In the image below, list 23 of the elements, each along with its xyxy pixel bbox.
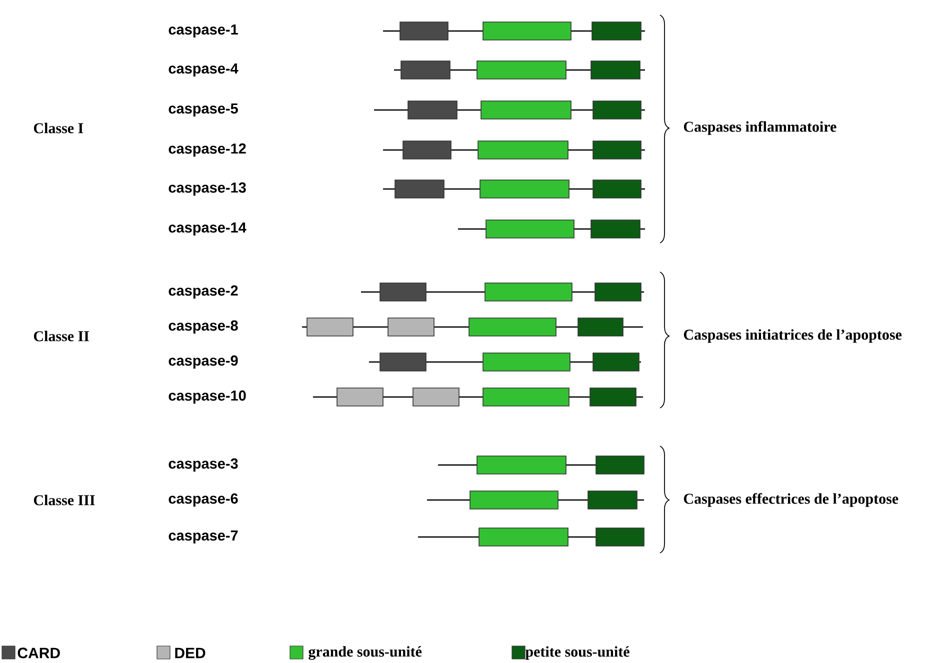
protein-name: caspase-13 [168, 182, 246, 196]
protein-name: caspase-3 [168, 458, 238, 472]
protein-name: caspase-12 [168, 143, 246, 157]
legend-label: DED [175, 648, 206, 658]
protein-name: caspase-14 [168, 222, 246, 236]
protein-name: caspase-4 [168, 64, 238, 76]
protein-name: caspase-10 [168, 390, 246, 404]
group-label: Caspases effectrices de l’apoptose [684, 493, 898, 507]
class-label: Classe II [34, 330, 89, 342]
protein-name: caspase-8 [168, 320, 238, 334]
group-label: Caspases inflammatoire [684, 121, 836, 135]
protein-name: caspase-7 [168, 530, 238, 544]
protein-name: caspase-9 [168, 355, 238, 369]
protein-name: caspase-2 [168, 285, 238, 299]
protein-name: caspase-1 [168, 24, 238, 38]
protein-name: caspase-5 [168, 104, 238, 116]
class-label: Classe III [34, 494, 95, 506]
protein-name: caspase-6 [168, 493, 238, 507]
legend-label: grande sous-unité [308, 646, 422, 660]
group-label: Caspases initiatrices de l’apoptose [684, 329, 902, 343]
legend-label: CARD [18, 648, 60, 658]
class-label: Classe I [34, 122, 84, 134]
legend-label: petite sous-unité [525, 646, 630, 660]
